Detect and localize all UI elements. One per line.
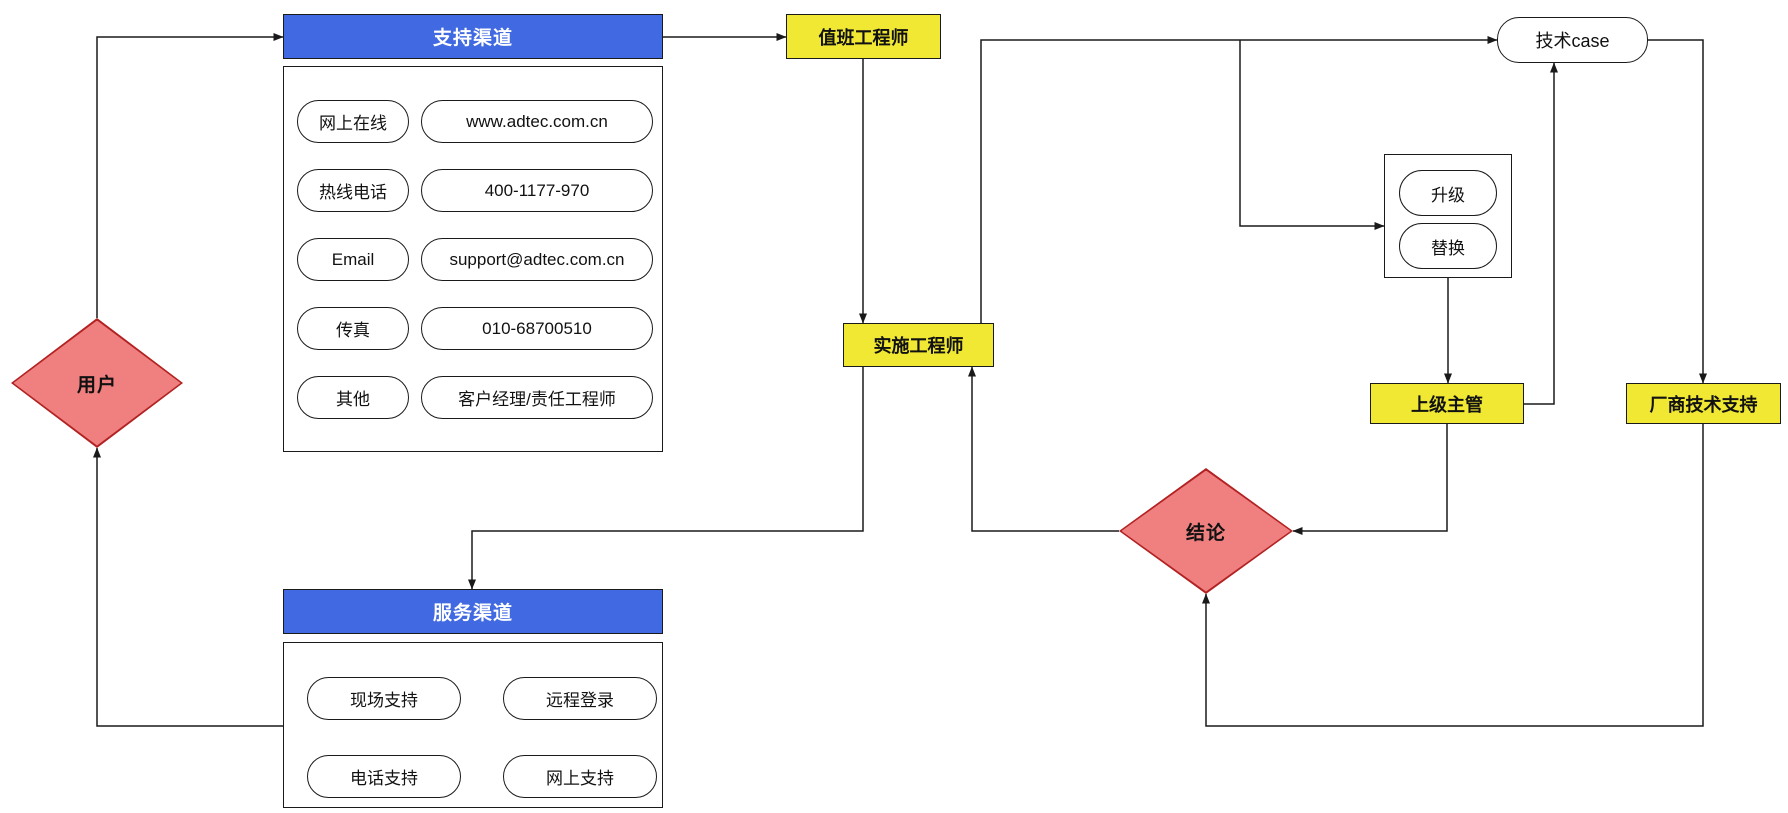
- channel-value-pill: 客户经理/责任工程师: [421, 376, 653, 419]
- upgrade-pill: 升级: [1399, 170, 1497, 216]
- channel-type-pill: 其他: [297, 376, 409, 419]
- connector-conclusion-to-implementation-engineer: [968, 366, 1119, 532]
- channel-type-pill: 网上在线: [297, 100, 409, 143]
- service-channels-header: 服务渠道: [283, 589, 663, 634]
- connector-implementation-engineer-to-service-channels: [468, 367, 864, 590]
- channel-value-pill: www.adtec.com.cn: [421, 100, 653, 143]
- connector-supervisor-to-conclusion: [1292, 424, 1448, 535]
- channel-row: 传真 010-68700510: [284, 307, 662, 350]
- vendor-support-node: 厂商技术支持: [1626, 383, 1781, 424]
- supervisor-node: 上级主管: [1370, 383, 1524, 424]
- support-channels-header: 支持渠道: [283, 14, 663, 59]
- replace-pill: 替换: [1399, 223, 1497, 269]
- connector-implementation-engineer-to-tech-case: [980, 36, 1498, 323]
- service-item-pill: 远程登录: [503, 677, 657, 720]
- service-item-pill: 网上支持: [503, 755, 657, 798]
- connector-supervisor-to-tech-case: [1524, 62, 1558, 405]
- channel-row: 热线电话 400-1177-970: [284, 169, 662, 212]
- implementation-engineer-node: 实施工程师: [843, 323, 994, 367]
- duty-engineer-node: 值班工程师: [786, 14, 941, 59]
- channel-value-pill: 400-1177-970: [421, 169, 653, 212]
- connector-branch-to-escalation-panel: [1239, 40, 1385, 230]
- channel-type-pill: 传真: [297, 307, 409, 350]
- service-item-pill: 现场支持: [307, 677, 461, 720]
- channel-value-pill: 010-68700510: [421, 307, 653, 350]
- conclusion-diamond: 结论: [1119, 468, 1293, 594]
- escalation-panel: 升级 替换: [1384, 154, 1512, 278]
- connector-vendor-support-to-conclusion: [1202, 424, 1704, 727]
- channel-row: Email support@adtec.com.cn: [284, 238, 662, 281]
- channel-type-pill: 热线电话: [297, 169, 409, 212]
- user-label: 用户: [76, 374, 117, 396]
- channel-value-pill: support@adtec.com.cn: [421, 238, 653, 281]
- connector-user-to-support-channels: [96, 33, 284, 318]
- connector-service-channels-to-user: [93, 447, 283, 727]
- service-channels-panel: 现场支持 远程登录 电话支持 网上支持: [283, 642, 663, 808]
- conclusion-label: 结论: [1185, 522, 1226, 544]
- connector-tech-case-to-vendor-support: [1648, 39, 1707, 384]
- service-item-pill: 电话支持: [307, 755, 461, 798]
- channel-type-pill: Email: [297, 238, 409, 281]
- support-channels-panel: 网上在线 www.adtec.com.cn 热线电话 400-1177-970 …: [283, 66, 663, 452]
- user-diamond: 用户: [11, 318, 183, 448]
- channel-row: 网上在线 www.adtec.com.cn: [284, 100, 662, 143]
- tech-case-node: 技术case: [1497, 17, 1648, 63]
- channel-row: 其他 客户经理/责任工程师: [284, 376, 662, 419]
